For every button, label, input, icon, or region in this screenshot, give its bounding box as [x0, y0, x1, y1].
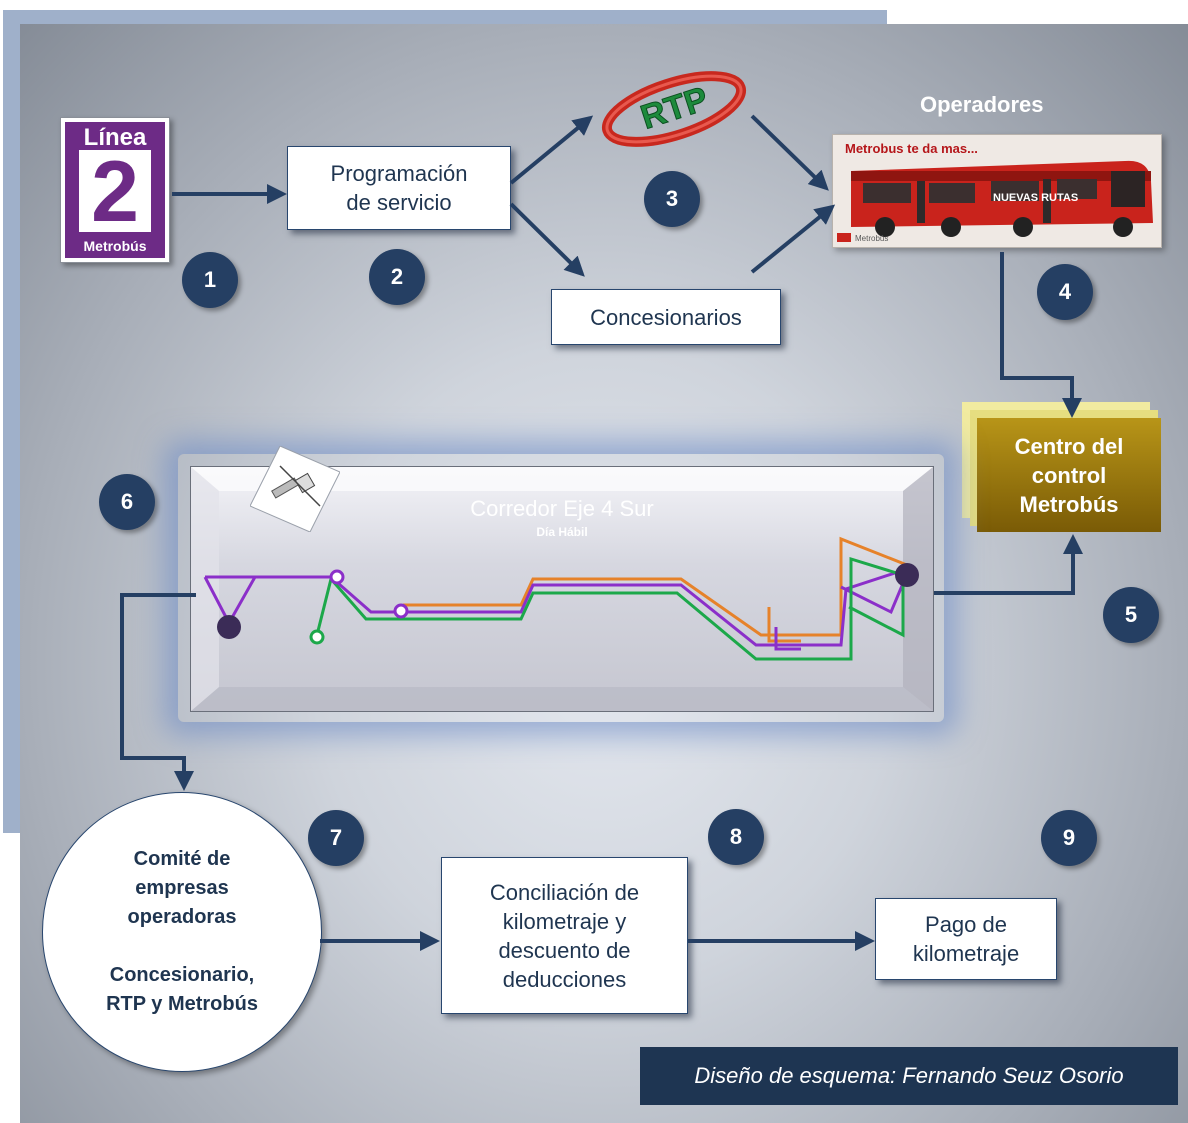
station-green — [309, 629, 325, 645]
comite-line5: RTP y Metrobús — [106, 993, 258, 1015]
bus-photo: Metrobus te da mas... NUEVAS RUTAS Metro… — [832, 134, 1162, 248]
step-1-badge: 1 — [182, 252, 238, 308]
arrow-2-rtp — [509, 115, 594, 185]
comite-line2: empresas — [135, 877, 229, 899]
route-purple-d — [774, 627, 801, 651]
programacion-line1: Programación — [330, 161, 468, 186]
step-2-badge: 2 — [369, 249, 425, 305]
centro-line2: control — [1031, 462, 1107, 488]
route-orange — [403, 536, 908, 637]
bus-slogan: Metrobus te da mas... — [845, 141, 978, 156]
route-orange-b — [767, 607, 801, 643]
logo-number: 2 — [79, 149, 151, 235]
corridor-routes — [191, 467, 933, 711]
satellite-icon — [250, 446, 340, 532]
step-5-badge: 5 — [1103, 587, 1159, 643]
comite-line1: Comité de — [133, 848, 231, 870]
conciliacion-box: Conciliación de kilometraje y descuento … — [441, 857, 688, 1014]
arrow-conc-op — [750, 204, 836, 274]
map-subtitle: Día Hábil — [536, 525, 588, 539]
programacion-line2: de servicio — [346, 190, 452, 215]
centro-line3: Metrobús — [1019, 491, 1119, 517]
route-purple — [205, 567, 908, 647]
station-purple-2 — [393, 603, 409, 619]
station-purple-1 — [329, 569, 345, 585]
bus-brand: Metrobús — [855, 234, 888, 243]
step-7-badge: 7 — [308, 810, 364, 866]
pago-line2: kilometraje — [912, 941, 1020, 966]
operadores-label: Operadores — [920, 92, 1044, 117]
conciliacion-line1: Conciliación de — [489, 879, 640, 905]
arrow-2-conc — [509, 202, 585, 277]
centro-control-box: Centro del control Metrobús — [977, 418, 1161, 532]
design-credit: Diseño de esquema: Fernando Seuz Osorio — [640, 1047, 1178, 1105]
step-4-badge: 4 — [1037, 264, 1093, 320]
conciliacion-line2: kilometraje y — [502, 908, 627, 934]
concesionarios-label: Concesionarios — [590, 304, 742, 330]
centro-line1: Centro del — [1014, 433, 1124, 459]
logo-top-text: Línea — [83, 124, 147, 151]
concesionarios-box: Concesionarios — [551, 289, 781, 345]
arrow-map-comite — [120, 593, 196, 791]
comite-circle: Comité de empresas operadoras Concesiona… — [42, 792, 322, 1072]
conciliacion-line3: descuento de — [498, 937, 631, 963]
logo-bottom-text: Metrobús — [83, 238, 147, 254]
programacion-box: Programación de servicio — [287, 146, 511, 230]
arrow-rtp-op — [750, 114, 829, 191]
linea2-logo: Línea 2 Metrobús — [60, 117, 170, 263]
pago-line1: Pago de — [925, 912, 1007, 937]
bus-illustration: Metrobus te da mas... NUEVAS RUTAS Metro… — [833, 135, 1161, 247]
step-3-badge: 3 — [644, 171, 700, 227]
terminal-west — [217, 615, 241, 639]
rtp-logo: RTP — [601, 71, 747, 147]
bus-route-sign: NUEVAS RUTAS — [993, 192, 1078, 204]
step-9-badge: 9 — [1041, 810, 1097, 866]
terminal-east — [895, 563, 919, 587]
arrow-op-centro — [1000, 252, 1082, 418]
pago-box: Pago de kilometraje — [875, 898, 1057, 980]
comite-line4: Concesionario, — [109, 964, 255, 986]
conciliacion-line4: deducciones — [502, 966, 627, 992]
map-title: Corredor Eje 4 Sur — [470, 496, 654, 521]
step-6-badge: 6 — [99, 474, 155, 530]
step-8-badge: 8 — [708, 809, 764, 865]
arrow-map-centro — [934, 534, 1083, 595]
comite-line3: operadoras — [127, 906, 237, 928]
